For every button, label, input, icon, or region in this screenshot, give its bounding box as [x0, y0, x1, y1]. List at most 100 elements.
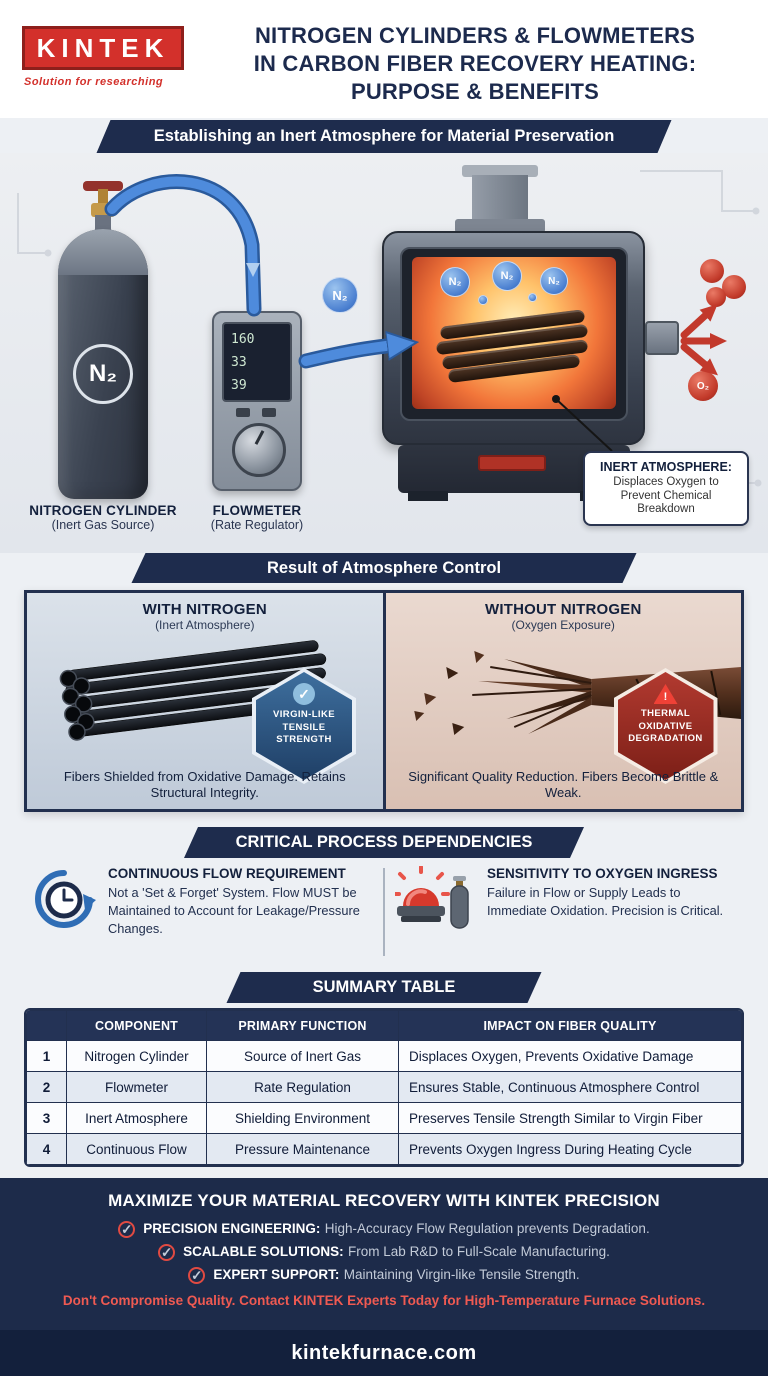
- section-banner-inert-atmosphere: Establishing an Inert Atmosphere for Mat…: [97, 120, 672, 153]
- row-function: Rate Regulation: [206, 1071, 399, 1103]
- header-function: PRIMARY FUNCTION: [206, 1010, 399, 1041]
- logo-tagline: Solution for researching: [24, 76, 164, 88]
- furnace-chimney-cap: [462, 165, 538, 177]
- header-impact: IMPACT ON FIBER QUALITY: [398, 1010, 742, 1041]
- callout-title: INERT ATMOSPHERE:: [600, 460, 732, 474]
- row-component: Flowmeter: [66, 1071, 207, 1103]
- row-number: 3: [26, 1102, 67, 1134]
- continuous-flow-title: CONTINUOUS FLOW REQUIREMENT: [108, 866, 346, 881]
- furnace-chimney: [472, 175, 528, 223]
- o2-molecule-label: O₂: [688, 371, 718, 401]
- without-nitrogen-title: WITHOUT NITROGEN: [484, 601, 642, 618]
- process-dependencies: CONTINUOUS FLOW REQUIREMENT Not a 'Set &…: [24, 862, 744, 962]
- check-circle-icon: ✓: [118, 1220, 136, 1238]
- with-nitrogen-title: WITH NITROGEN: [142, 601, 267, 618]
- header: KINTEK Solution for researching NITROGEN…: [0, 0, 768, 118]
- cylinder-label-title: NITROGEN CYLINDER: [29, 503, 177, 518]
- footer-bullet: ✓ PRECISION ENGINEERING: High-Accuracy F…: [0, 1220, 768, 1238]
- row-impact: Displaces Oxygen, Prevents Oxidative Dam…: [398, 1040, 742, 1072]
- without-nitrogen-subtitle: (Oxygen Exposure): [511, 618, 615, 632]
- without-nitrogen-panel: WITHOUT NITROGEN (Oxygen Exposure) ! THE…: [382, 593, 741, 809]
- furnace-foot: [408, 491, 448, 501]
- row-number: 1: [26, 1040, 67, 1072]
- website-link[interactable]: kintekfurnace.com: [291, 1341, 477, 1364]
- footer-title: MAXIMIZE YOUR MATERIAL RECOVERY WITH KIN…: [108, 1191, 660, 1210]
- footer-bullet: ✓ SCALABLE SOLUTIONS: From Lab R&D to Fu…: [0, 1243, 768, 1261]
- flowmeter-button: [262, 408, 276, 417]
- warning-icon: !: [653, 684, 678, 704]
- with-nitrogen-panel: WITH NITROGEN (Inert Atmosphere): [27, 593, 383, 809]
- cylinder-shoulder-band: [58, 229, 148, 275]
- inert-atmosphere-callout: INERT ATMOSPHERE: Displaces Oxygen to Pr…: [583, 451, 749, 526]
- check-icon: ✓: [293, 683, 315, 705]
- oxygen-ingress-item: SENSITIVITY TO OXYGEN INGRESS Failure in…: [389, 862, 744, 962]
- cylinder-body: N₂: [58, 229, 148, 499]
- flowmeter-label: FLOWMETER (Rate Regulator): [192, 503, 322, 532]
- clock-cycle-icon: [35, 870, 96, 928]
- vertical-divider: [383, 868, 385, 956]
- flowmeter-label-title: FLOWMETER: [212, 503, 302, 518]
- n2-bubble-small: [478, 295, 488, 305]
- badge-line: DEGRADATION: [628, 733, 703, 744]
- bullet-label: SCALABLE SOLUTIONS:: [183, 1244, 344, 1259]
- without-nitrogen-caption: Significant Quality Reduction. Fibers Be…: [408, 769, 719, 800]
- cylinder-valve-handle: [83, 181, 123, 191]
- cylinder-label-sub: (Inert Gas Source): [51, 518, 155, 532]
- footer-cta-text: Don't Compromise Quality. Contact KINTEK…: [62, 1293, 706, 1308]
- flowmeter-reading-2: 33: [231, 355, 247, 370]
- flowmeter-knob: [232, 423, 286, 477]
- section-banner-summary: SUMMARY TABLE: [227, 972, 542, 1003]
- flowmeter-label-sub: (Rate Regulator): [210, 518, 304, 532]
- furnace-chimney-flange: [455, 219, 545, 233]
- website-bar: kintekfurnace.com: [0, 1330, 768, 1376]
- oxygen-molecule: [700, 259, 724, 283]
- title-line-2: IN CARBON FIBER RECOVERY HEATING:: [253, 51, 697, 76]
- n2-bubble: N₂: [440, 267, 470, 297]
- header-number: [26, 1010, 67, 1041]
- bullet-label: PRECISION ENGINEERING:: [143, 1221, 321, 1236]
- badge-line: TENSILE: [282, 721, 326, 733]
- row-function: Shielding Environment: [206, 1102, 399, 1134]
- title-line-3: PURPOSE & BENEFITS: [350, 79, 600, 104]
- summary-table: COMPONENT PRIMARY FUNCTION IMPACT ON FIB…: [24, 1008, 744, 1167]
- n2-bubble-small: [528, 293, 537, 302]
- badge-line: OXIDATIVE: [638, 720, 693, 732]
- furnace-vent: [478, 455, 546, 471]
- page-title: NITROGEN CYLINDERS & FLOWMETERS IN CARBO…: [192, 22, 758, 106]
- cylinder-label: NITROGEN CYLINDER (Inert Gas Source): [10, 503, 196, 532]
- row-impact: Ensures Stable, Continuous Atmosphere Co…: [398, 1071, 742, 1103]
- furnace-outlet-pipe: [645, 321, 679, 355]
- oxygen-molecule: [722, 275, 746, 299]
- table-row: 1 Nitrogen Cylinder Source of Inert Gas …: [26, 1040, 742, 1072]
- cylinder-valve-stem: [98, 189, 108, 205]
- badge-line: VIRGIN-LIKE: [273, 709, 335, 720]
- row-number: 2: [26, 1071, 67, 1103]
- n2-bubble: N₂: [492, 261, 522, 291]
- continuous-flow-body: Not a 'Set & Forget' System. Flow MUST b…: [108, 885, 360, 936]
- title-line-1: NITROGEN CYLINDERS & FLOWMETERS: [254, 23, 696, 48]
- n2-gas-label: N₂: [73, 344, 133, 404]
- bullet-text: Maintaining Virgin-like Tensile Strength…: [343, 1267, 580, 1282]
- flowmeter-display: 160 33 39: [222, 322, 292, 402]
- bullet-text: From Lab R&D to Full-Scale Manufacturing…: [348, 1244, 610, 1259]
- oxygen-ingress-title: SENSITIVITY TO OXYGEN INGRESS: [487, 866, 718, 881]
- row-number: 4: [26, 1133, 67, 1165]
- with-nitrogen-subtitle: (Inert Atmosphere): [155, 618, 255, 632]
- flowmeter-button: [236, 408, 250, 417]
- process-illustration: N₂ 160 33 39 N₂ N₂ N₂ N₂ O₂: [0, 153, 768, 553]
- row-function: Pressure Maintenance: [206, 1133, 399, 1165]
- kintek-logo: KINTEK: [22, 26, 184, 70]
- row-component: Inert Atmosphere: [66, 1102, 207, 1134]
- row-component: Nitrogen Cylinder: [66, 1040, 207, 1072]
- flowmeter-reading-1: 160: [231, 332, 255, 347]
- table-row: 2 Flowmeter Rate Regulation Ensures Stab…: [26, 1071, 742, 1103]
- row-impact: Prevents Oxygen Ingress During Heating C…: [398, 1133, 742, 1165]
- table-header-row: COMPONENT PRIMARY FUNCTION IMPACT ON FIB…: [26, 1010, 742, 1041]
- footer-cta-section: MAXIMIZE YOUR MATERIAL RECOVERY WITH KIN…: [0, 1178, 768, 1330]
- row-component: Continuous Flow: [66, 1133, 207, 1165]
- callout-body: Displaces Oxygen to Prevent Chemical Bre…: [613, 476, 719, 515]
- section-banner-dependencies: CRITICAL PROCESS DEPENDENCIES: [184, 827, 584, 858]
- continuous-flow-item: CONTINUOUS FLOW REQUIREMENT Not a 'Set &…: [24, 862, 379, 962]
- badge-line: THERMAL: [640, 708, 691, 719]
- section-banner-result: Result of Atmosphere Control: [132, 553, 637, 583]
